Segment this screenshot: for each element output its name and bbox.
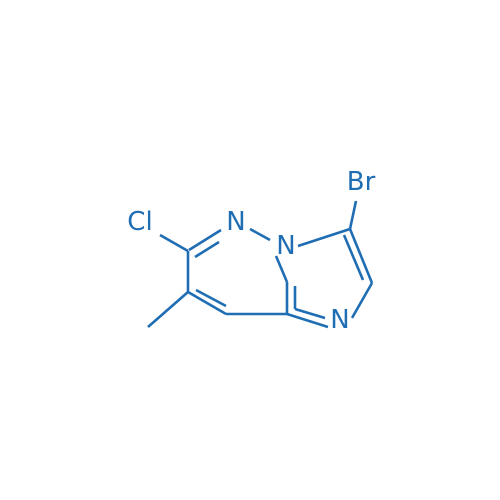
- atom-labels: N N N Cl Br: [127, 167, 375, 335]
- bond-n1-c2-inner: [194, 240, 220, 259]
- bond-n8-c: [350, 282, 374, 319]
- atom-br-label: Br: [347, 167, 376, 197]
- bond-c7a-n8: [286, 312, 329, 329]
- atom-n1-label: N: [226, 207, 245, 237]
- bonds: [147, 200, 374, 329]
- bond-n4-n1: [249, 227, 271, 242]
- bond-c-c3-inner: [342, 234, 365, 281]
- bond-c3-c4: [187, 290, 227, 316]
- atom-n8-label: N: [330, 305, 349, 335]
- bond-c3-c4-inner: [195, 288, 227, 308]
- atom-n4-label: N: [276, 231, 295, 261]
- bond-c7a-n4: [274, 255, 289, 283]
- bond-c2-cl: [159, 233, 189, 253]
- bond-c3-methyl: [147, 291, 189, 328]
- bond-c3-br: [348, 200, 358, 230]
- bond-c-c3: [348, 228, 374, 284]
- atom-cl-label: Cl: [127, 207, 152, 237]
- bond-c7a-n8-inner: [294, 307, 326, 320]
- bond-c3-n4: [297, 227, 351, 248]
- bond-n1-c2: [188, 228, 222, 252]
